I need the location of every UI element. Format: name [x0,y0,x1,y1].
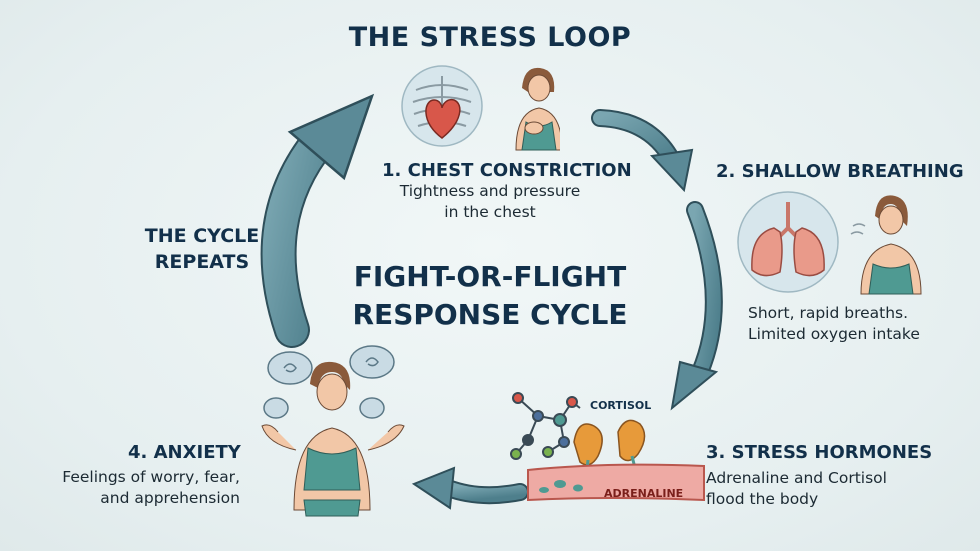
step-4-desc-line: and apprehension [100,489,240,507]
cortisol-label: CORTISOL [590,399,652,412]
anxious-woman-icon [261,361,405,517]
step-2-desc-line: Short, rapid breaths. [748,304,909,322]
step-3-desc-line: flood the body [706,490,819,508]
step-2-desc: Short, rapid breaths. Limited oxygen int… [748,303,938,345]
step-4-desc: Feelings of worry, fear, and apprehensio… [60,467,240,509]
blood-vessel-icon [527,463,705,502]
step-1-desc-line: Tightness and pressure [399,182,581,200]
arrow-breathing-to-hormones [670,201,723,411]
chest-illustration [401,65,560,151]
page-title: THE STRESS LOOP [348,22,632,53]
step-2-desc-line: Limited oxygen intake [748,325,920,343]
center-title-line: FIGHT-OR-FLIGHT [353,260,627,293]
step-4-desc-line: Feelings of worry, fear, [62,468,240,486]
anxiety-illustration [261,345,405,517]
ribcage-heart-icon [401,65,483,147]
step-3-desc-line: Adrenaline and Cortisol [706,469,887,487]
center-title: FIGHT-OR-FLIGHT RESPONSE CYCLE [330,258,650,334]
breathing-illustration [737,191,922,295]
cycle-repeats-line: THE CYCLE [144,225,260,247]
lungs-icon [737,191,839,293]
step-1-desc: Tightness and pressure in the chest [380,181,600,223]
adrenaline-label: ADRENALINE [604,487,684,500]
woman-chest-icon [515,67,560,151]
hormones-illustration [510,392,705,502]
cycle-repeats-label: THE CYCLE REPEATS [132,223,272,275]
center-title-line: RESPONSE CYCLE [352,298,628,331]
step-3-title: 3. STRESS HORMONES [706,442,933,463]
step-3-desc: Adrenaline and Cortisol flood the body [706,468,926,510]
woman-breathing-icon [850,195,922,295]
cycle-repeats-line: REPEATS [154,251,250,273]
arrow-hormones-to-anxiety [411,466,529,510]
stress-swirl-icon [263,345,395,419]
molecule-icon [510,392,581,460]
step-1-title: 1. CHEST CONSTRICTION [382,160,632,181]
step-1-desc-line: in the chest [444,203,536,221]
step-4-title: 4. ANXIETY [128,442,241,463]
arrow-chest-to-breathing [591,109,694,193]
arrow-anxiety-to-chest [260,93,375,348]
adrenal-gland-icon [573,419,646,481]
step-2-title: 2. SHALLOW BREATHING [716,161,964,182]
